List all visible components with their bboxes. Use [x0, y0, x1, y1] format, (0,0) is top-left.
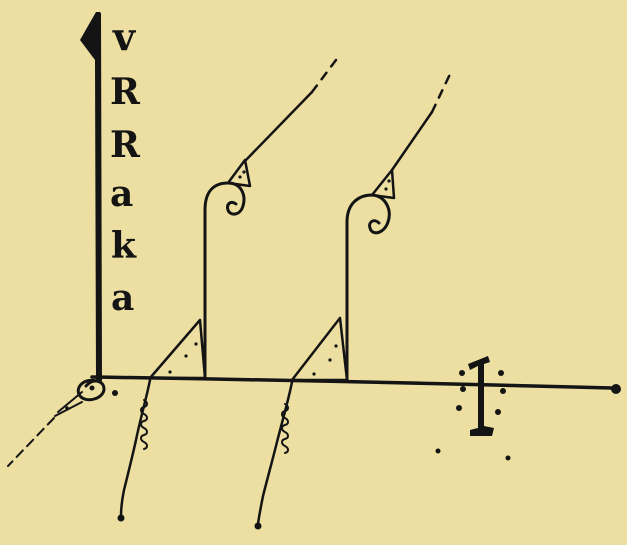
pendant-right: [254, 316, 349, 530]
origin-scroll: [7, 379, 118, 467]
letter-5: k: [111, 225, 137, 267]
crook-left: [203, 58, 338, 380]
crook-right: [345, 68, 454, 382]
letter-2: R: [110, 71, 141, 113]
letter-4: a: [110, 173, 133, 215]
letter-1: v: [112, 14, 137, 59]
pendant-left: [117, 318, 207, 522]
letter-3: R: [110, 124, 141, 166]
vertical-staff: [80, 12, 102, 382]
letter-6: a: [111, 277, 134, 319]
horizontal-baseline: [90, 375, 621, 394]
dotted-cross-mark: [435, 356, 511, 461]
letter-column: v R R a k a: [110, 14, 141, 319]
